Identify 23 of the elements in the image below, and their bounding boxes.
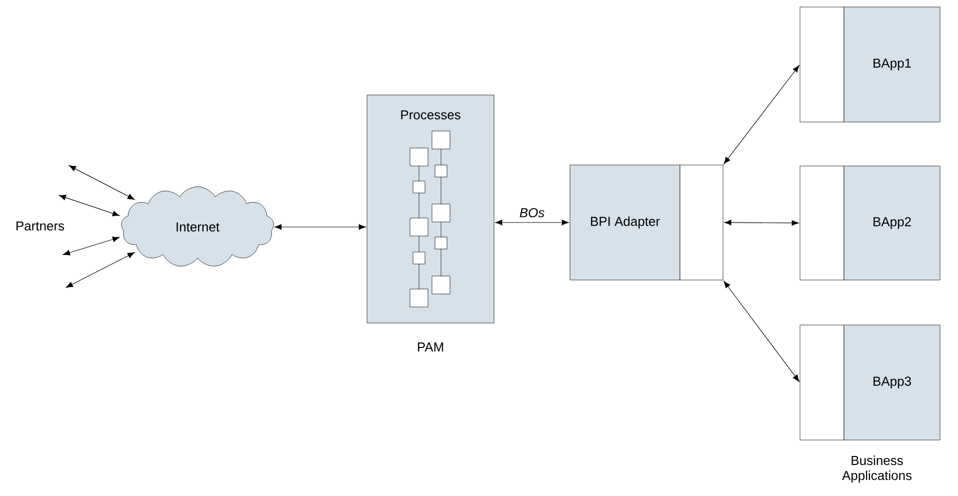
- adapter-box: [800, 6, 844, 122]
- application-box: BApp3: [844, 324, 940, 440]
- adapter-box: [800, 166, 844, 280]
- process-box: Processes: [366, 94, 494, 324]
- application-box: BApp2: [844, 166, 940, 280]
- arrow: [724, 220, 799, 226]
- cloud: Internet: [121, 186, 274, 266]
- arrow: [66, 252, 135, 288]
- box-caption: PAM: [418, 342, 444, 352]
- arrow: [724, 65, 800, 164]
- arrow: [274, 224, 366, 230]
- arrow: [62, 236, 120, 256]
- arrow: [58, 194, 120, 216]
- application-box: BApp1: [844, 6, 940, 122]
- arrow: [724, 280, 800, 382]
- arrow: [495, 220, 569, 226]
- edge-label: BOs: [520, 208, 544, 218]
- adapter-box: [800, 324, 844, 440]
- adapter-box: [680, 164, 724, 280]
- group-label: Business Applications: [842, 456, 912, 483]
- adapter-box: BPI Adapter: [570, 164, 680, 280]
- group-label: Partners: [16, 221, 64, 231]
- arrow: [68, 165, 135, 200]
